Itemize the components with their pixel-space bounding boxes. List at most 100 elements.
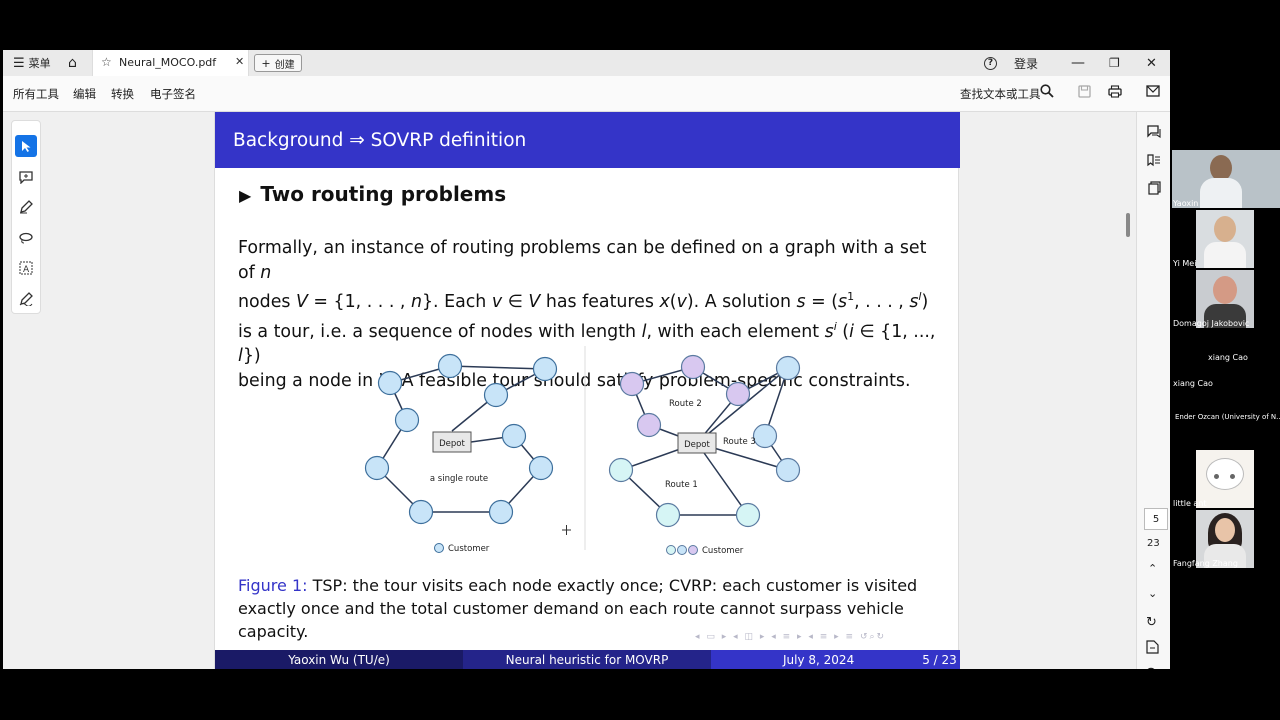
- close-tab-icon[interactable]: ✕: [235, 55, 245, 68]
- video-tile[interactable]: Yaoxin: [1172, 150, 1280, 208]
- page-down-icon[interactable]: ⌃: [1148, 586, 1158, 599]
- participant-name: Fangfang Zhang: [1173, 559, 1238, 568]
- video-tile[interactable]: little ant: [1172, 450, 1280, 508]
- tsp-depot: [432, 431, 472, 453]
- search-tools-link[interactable]: 查找文本或工具: [960, 87, 1041, 101]
- participant-name: Yi Mei: [1173, 259, 1197, 268]
- help-icon[interactable]: ?: [984, 50, 997, 76]
- restore-icon[interactable]: ❐: [1109, 56, 1120, 70]
- cvrp-legend-dot-cyan: [666, 545, 676, 555]
- tab-document[interactable]: ☆ Neural_MOCO.pdf ✕: [92, 50, 249, 76]
- zoom-in-icon[interactable]: [1145, 666, 1159, 669]
- lasso-draw-icon[interactable]: [15, 227, 37, 249]
- routing-figure: Depot a single route Customer: [364, 346, 801, 556]
- video-tile[interactable]: Fangfang Zhang: [1172, 510, 1280, 568]
- highlight-pen-icon[interactable]: [15, 196, 37, 218]
- menu-button[interactable]: ☰ 菜单: [13, 50, 51, 76]
- route3-label: Route 3: [723, 437, 756, 447]
- participant-photo: [1196, 510, 1254, 568]
- body-line: Formally, an instance of routing problem…: [238, 238, 927, 283]
- svg-text:A: A: [23, 265, 30, 275]
- participant-photo: [1196, 270, 1254, 328]
- cvrp-legend-label: Customer: [702, 546, 744, 556]
- cvrp-depot: [677, 432, 717, 454]
- refresh-icon[interactable]: ↻: [1146, 615, 1157, 630]
- video-tile[interactable]: xiang Cao xiang Cao: [1172, 330, 1280, 388]
- cvrp-node-cyan: [655, 502, 681, 528]
- page-number-input[interactable]: 5: [1144, 508, 1168, 530]
- pages-icon[interactable]: [1145, 179, 1163, 197]
- cursor-crosshair-icon: [562, 525, 571, 535]
- figure-caption-label: Figure 1:: [238, 576, 308, 595]
- tsp-node: [532, 356, 558, 382]
- participant-name: Yaoxin: [1173, 199, 1199, 208]
- minimize-icon[interactable]: —: [1071, 55, 1085, 71]
- scrollbar-thumb[interactable]: [1126, 213, 1130, 237]
- tsp-legend-dot: [434, 543, 444, 553]
- text-box-icon[interactable]: A: [15, 257, 37, 279]
- tsp-node: [488, 499, 514, 525]
- cvrp-node-blue: [775, 457, 801, 483]
- footer-author: Yaoxin Wu (TU/e): [215, 650, 463, 669]
- triangle-bullet-icon: ▶: [239, 186, 252, 205]
- create-button[interactable]: + 创建: [254, 54, 302, 72]
- menu-bar: 所有工具 编辑 转换 电子签名 查找文本或工具: [3, 76, 1170, 112]
- login-button[interactable]: 登录: [1014, 56, 1039, 71]
- menu-convert[interactable]: 转换: [111, 87, 134, 101]
- tsp-depot-label: Depot: [439, 439, 465, 449]
- cvrp-node-purple: [680, 354, 706, 380]
- cvrp-node-cyan: [608, 457, 634, 483]
- participant-name: xiang Cao: [1173, 379, 1213, 388]
- star-icon[interactable]: ☆: [101, 55, 112, 69]
- pdf-viewer-window: ☰ 菜单 ⌂ ☆ Neural_MOCO.pdf ✕ + 创建 ? 登录 — ❐…: [3, 50, 1170, 669]
- participant-name: Domagoj Jakobovic: [1173, 319, 1250, 328]
- cvrp-node-cyan: [735, 502, 761, 528]
- close-window-icon[interactable]: ✕: [1146, 55, 1157, 71]
- participant-photo: [1196, 210, 1254, 268]
- page-up-icon[interactable]: ⌃: [1148, 562, 1158, 575]
- section-title-text: Two routing problems: [260, 182, 507, 206]
- tsp-node: [394, 407, 420, 433]
- menu-edit[interactable]: 编辑: [73, 87, 96, 101]
- footer-page: 5 / 23: [922, 652, 957, 667]
- tsp-route-label: a single route: [430, 474, 488, 484]
- participant-name: little ant: [1173, 499, 1207, 508]
- tsp-node: [364, 455, 390, 481]
- menu-all-tools[interactable]: 所有工具: [13, 87, 59, 101]
- cvrp-node-purple: [636, 412, 662, 438]
- tab-title: Neural_MOCO.pdf: [119, 56, 217, 69]
- page-total: 23: [1147, 538, 1160, 549]
- bookmarks-icon[interactable]: [1145, 151, 1163, 169]
- add-comment-icon[interactable]: [15, 166, 37, 188]
- mail-icon[interactable]: [1146, 85, 1160, 100]
- tsp-node: [528, 455, 554, 481]
- figure-caption-text: TSP: the tour visits each node exactly o…: [238, 576, 918, 641]
- print-icon[interactable]: [1108, 85, 1122, 101]
- tsp-legend-label: Customer: [448, 544, 490, 554]
- search-icon[interactable]: [1040, 84, 1054, 102]
- video-tile[interactable]: Ender Ozcan (University of N...: [1172, 390, 1280, 448]
- save-icon[interactable]: [1078, 85, 1091, 101]
- cvrp-node-blue: [775, 355, 801, 381]
- footer-title: Neural heuristic for MOVRP: [463, 650, 711, 669]
- menu-esign[interactable]: 电子签名: [150, 87, 196, 101]
- participant-shirt: [1200, 178, 1242, 208]
- tsp-node: [377, 370, 403, 396]
- route2-label: Route 2: [669, 399, 702, 409]
- select-cursor-icon[interactable]: [15, 135, 37, 157]
- tsp-node: [437, 353, 463, 379]
- body-line: nodes V = {1, . . . , n}. Each v ∈ V has…: [238, 290, 929, 312]
- sign-pen-icon[interactable]: [15, 288, 37, 310]
- cvrp-node-purple: [725, 381, 751, 407]
- document-info-icon[interactable]: [1146, 639, 1159, 658]
- pdf-page: Background ⇒ SOVRP definition ▶Two routi…: [214, 112, 960, 669]
- comments-icon[interactable]: [1145, 122, 1163, 140]
- video-tile[interactable]: Yi Mei: [1172, 210, 1280, 268]
- footer-date-page: July 8, 2024 5 / 23: [711, 650, 960, 669]
- video-tile[interactable]: Domagoj Jakobovic: [1172, 270, 1280, 328]
- footer-date: July 8, 2024: [783, 652, 855, 667]
- menu-label: 菜单: [28, 57, 51, 70]
- title-bar: ☰ 菜单 ⌂ ☆ Neural_MOCO.pdf ✕ + 创建 ? 登录 — ❐…: [3, 50, 1170, 76]
- home-icon[interactable]: ⌂: [68, 55, 77, 71]
- left-toolbar: A: [11, 120, 41, 314]
